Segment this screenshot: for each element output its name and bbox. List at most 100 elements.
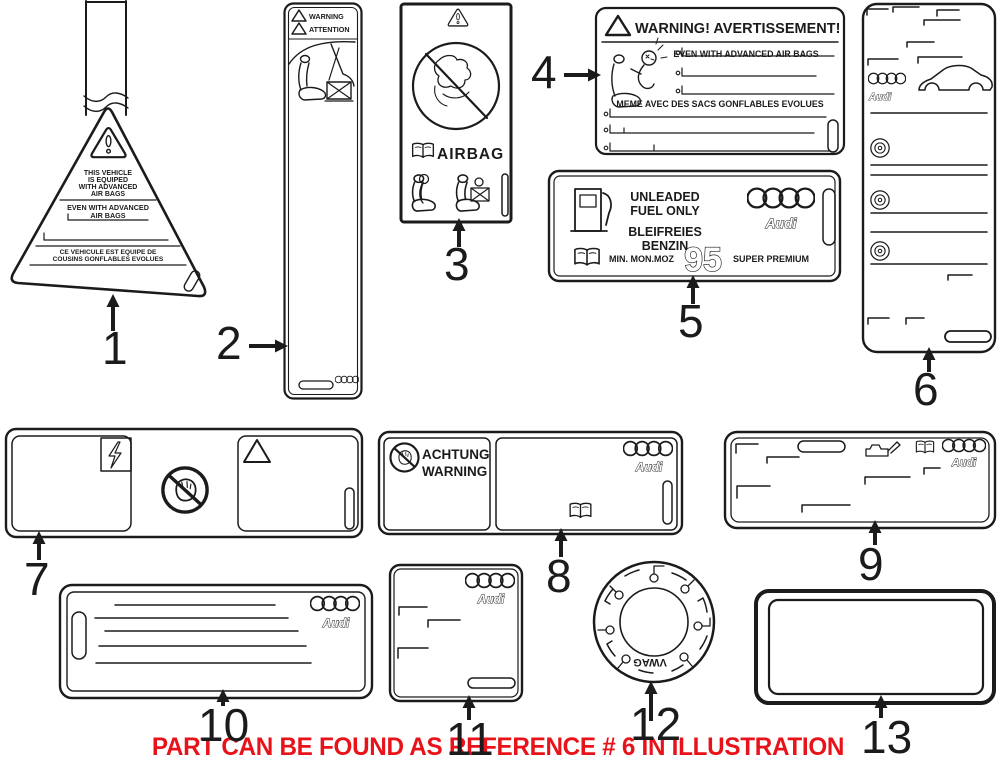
audi-rings-icon	[942, 438, 986, 453]
target-circle-icon	[870, 138, 890, 158]
label5-premium: SUPER PREMIUM	[733, 254, 809, 264]
vwag-disc: VWAG	[592, 560, 716, 684]
label-unleaded-fuel: UNLEADED FUEL ONLY BLEIFREIES BENZIN Aud…	[547, 169, 842, 283]
audi-rings-icon	[868, 72, 906, 85]
book-icon	[574, 247, 600, 266]
slot-pill	[944, 330, 992, 343]
fuel-pump-icon	[570, 188, 612, 232]
label-advanced-airbags-triangle: THIS VEHICLE IS EQUIPED WITH ADVANCED AI…	[10, 0, 207, 298]
placeholder-text-lines	[867, 274, 973, 325]
ref-number-13: 13	[861, 711, 913, 763]
seat-child-icon	[455, 174, 490, 212]
ref-number-4: 4	[531, 46, 557, 98]
ref-number-5: 5	[678, 295, 704, 347]
label-visor-warning: WARNING ATTENTION	[283, 2, 363, 400]
label4-title: WARNING! AVERTISSEMENT!	[635, 21, 840, 37]
slot-pill	[71, 611, 87, 660]
target-circle-icon	[870, 241, 890, 261]
slot-pill	[183, 270, 201, 292]
placeholder-text-lines	[94, 604, 312, 664]
audi-wordmark: Audi	[635, 460, 663, 474]
placeholder-text-lines	[735, 443, 941, 513]
label5-min: MIN. MON.MOZ	[609, 254, 674, 264]
ref-number-9: 9	[858, 538, 884, 590]
slot-pill	[298, 380, 334, 390]
audi-rings-icon	[310, 595, 360, 612]
label-battery-warning	[4, 427, 364, 539]
label-warning-avertissement: WARNING! AVERTISSEMENT! EVEN WITH ADVANC…	[594, 6, 846, 156]
label1-line4: AIR BAGS	[91, 191, 126, 198]
lightning-icon	[100, 437, 132, 472]
vwag-mark: VWAG	[633, 656, 667, 668]
audi-wordmark: Audi	[868, 92, 891, 103]
audi-rings-icon	[335, 375, 359, 384]
label5-line3: BLEIFREIES	[628, 225, 702, 239]
ref-number-2: 2	[216, 317, 242, 369]
label1-line5: EVEN WITH ADVANCED	[67, 203, 149, 212]
label8-warning: WARNING	[422, 464, 487, 479]
audi-wordmark: Audi	[764, 215, 797, 231]
label1-line1: THIS VEHICLE	[84, 170, 133, 177]
label-text-sticker: Audi	[58, 583, 374, 700]
reference-caption: PART CAN BE FOUND AS REFERENCE # 6 IN IL…	[151, 733, 845, 761]
rivet-marks	[597, 565, 711, 669]
audi-rings-icon	[465, 572, 515, 589]
ref-number-10: 10	[198, 699, 250, 751]
warning-triangle-icon	[90, 126, 127, 159]
ref-number-6: 6	[913, 363, 939, 415]
label-blank-plate	[754, 589, 996, 705]
ref-number-7: 7	[24, 553, 50, 605]
target-circle-icon	[870, 190, 890, 210]
slot-pill	[344, 487, 355, 530]
label1-line3: WITH ADVANCED	[79, 184, 138, 191]
label1-line6: AIR BAGS	[90, 211, 125, 220]
car-silhouette-icon	[918, 64, 993, 91]
oil-can-icon	[865, 441, 901, 457]
ref-number-11: 11	[446, 713, 494, 765]
label1-line8: COUSINS GONFLABLES EVOLUES	[53, 256, 164, 263]
warning-triangle-icon	[447, 8, 469, 27]
slot-pill	[797, 440, 846, 453]
label5-line1: UNLEADED	[630, 190, 699, 204]
audi-rings-icon	[623, 440, 673, 457]
warning-triangle-icon	[243, 439, 271, 463]
no-child-seat-icon	[411, 41, 501, 131]
book-icon	[915, 440, 935, 454]
bullet-lines	[675, 47, 835, 95]
ref-number-8: 8	[546, 550, 572, 602]
label8-achtung: ACHTUNG	[422, 447, 490, 462]
book-icon	[411, 142, 435, 158]
audi-wordmark: Audi	[322, 616, 350, 630]
label2-warning: WARNING	[309, 12, 344, 21]
audi-wordmark: Audi	[477, 592, 505, 606]
placeholder-text-lines	[397, 606, 461, 659]
injured-passenger-illustration	[611, 37, 668, 108]
slot-pill	[501, 173, 509, 217]
ref-number-1: 1	[102, 322, 128, 374]
warning-triangle-icon	[291, 9, 307, 35]
audi-wordmark: Audi	[951, 457, 977, 469]
child-seat-car-illustration	[288, 40, 356, 102]
label-airbag-no-child-seat: AIRBAG	[399, 2, 513, 224]
no-hand-icon	[389, 442, 420, 473]
label5-line2: FUEL ONLY	[630, 204, 700, 218]
label-vehicle-data-sticker: Audi	[861, 2, 997, 354]
slot-pill	[662, 480, 673, 525]
slot-pill	[827, 119, 839, 153]
label4-french: MEME AVEC DES SACS GONFLABLES EVOLUES	[616, 99, 823, 109]
label5-line4: BENZIN	[642, 239, 689, 253]
airbag-text: AIRBAG	[437, 146, 504, 163]
placeholder-text-lines	[866, 6, 963, 66]
no-hand-icon	[161, 466, 209, 514]
label1-line7: CE VEHICULE EST EQUIPE DE	[60, 249, 157, 256]
ref-number-3: 3	[444, 238, 470, 290]
octane-rating: 95	[684, 241, 722, 279]
label-oil-spec: Audi	[723, 430, 997, 530]
slot-pill	[822, 188, 836, 246]
audi-rings-icon	[747, 187, 815, 209]
bullet-lines	[603, 108, 831, 152]
label-small-square-sticker: Audi	[388, 563, 524, 703]
book-icon	[569, 502, 592, 519]
seat-icon	[411, 173, 437, 212]
